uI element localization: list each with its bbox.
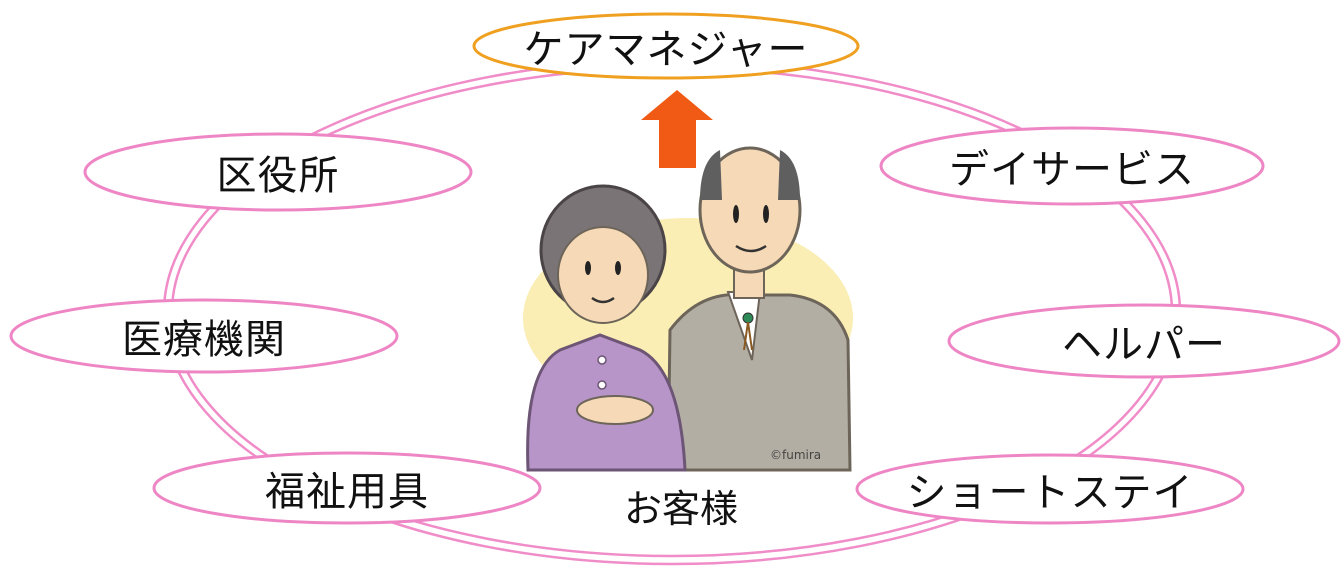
illustration-credit: ©fumira [770,448,822,462]
elderly-couple-illustration [523,146,853,472]
medical-institution-node: 医療機関 [122,317,286,363]
ward-office-node: 区役所 [216,153,340,199]
up-arrow-icon [641,90,713,168]
day-service-node: デイサービス [949,147,1195,193]
customer-label: お客様 [624,487,739,531]
short-stay-node: ショートステイ [906,470,1194,516]
welfare-equipment-node: 福祉用具 [265,469,429,515]
node-outlines [9,12,1341,525]
helper-node: ヘルパー [1062,322,1226,368]
care-manager-node: ケアマネジャー [523,27,809,73]
